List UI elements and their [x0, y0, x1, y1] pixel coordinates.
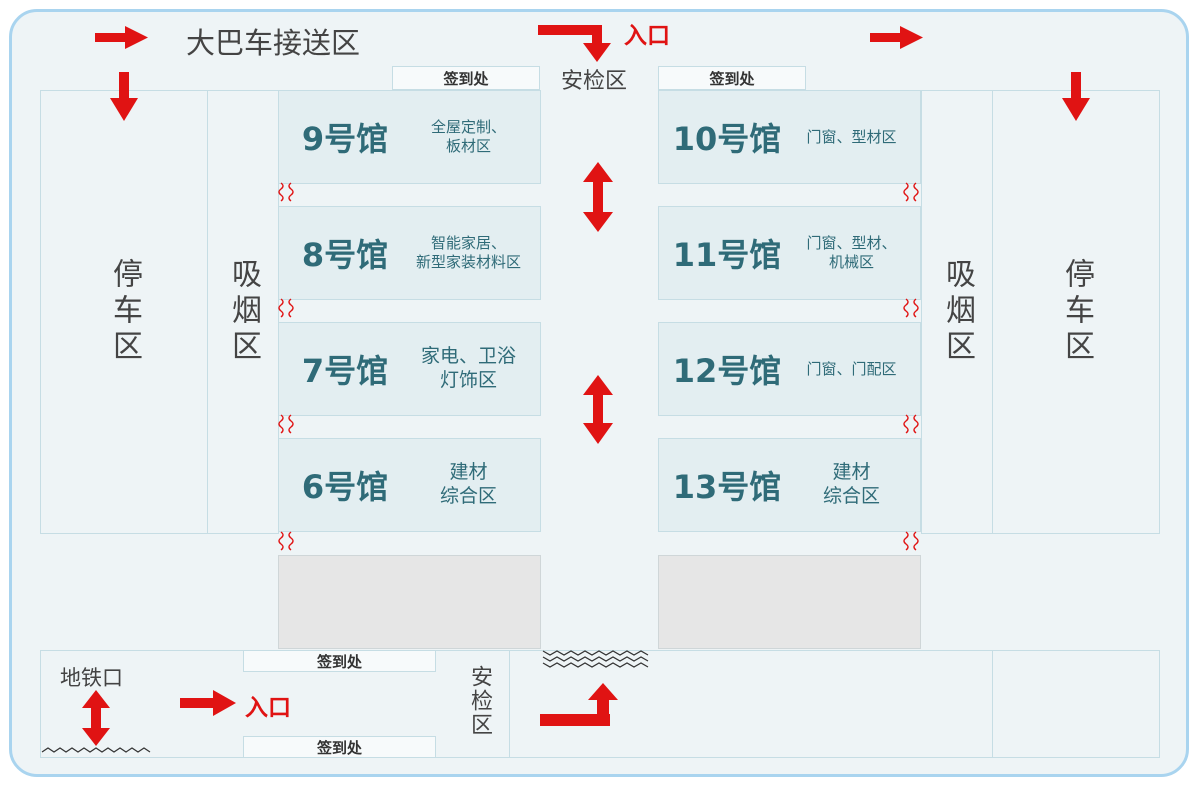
- wavy-metro-icon: [41, 747, 151, 753]
- door-icon: [903, 531, 919, 551]
- hall-6-name: 6号馆: [301, 468, 389, 506]
- double-arrow-vertical-icon: [583, 162, 613, 232]
- elbow-arrow-up-icon: [540, 683, 618, 726]
- left-grey-block: [278, 555, 541, 649]
- hall-10-desc: 门窗、型材区: [806, 127, 897, 146]
- top-entrance-label: 入口: [624, 23, 670, 49]
- hall-13[interactable]: 13号馆 建材 综合区: [658, 438, 921, 532]
- right-smoking-label: 吸烟区: [940, 258, 975, 366]
- metro-label: 地铁口: [60, 666, 123, 690]
- hall-9-name: 9号馆: [301, 120, 389, 158]
- hall-11-desc: 门窗、型材、 机械区: [806, 234, 897, 271]
- hall-8-desc: 智能家居、 新型家装材料区: [415, 234, 521, 271]
- sign-in-top-left: 签到处: [392, 66, 540, 90]
- door-icon: [903, 298, 919, 318]
- right-parking-label: 停车区: [1059, 258, 1094, 366]
- bottom-right-end-area: [992, 650, 1160, 758]
- hall-11-name: 11号馆: [672, 236, 782, 274]
- door-icon: [278, 298, 294, 318]
- arrow-down-icon: [110, 72, 138, 121]
- hall-12[interactable]: 12号馆 门窗、门配区: [658, 322, 921, 416]
- arrow-right-icon: [870, 26, 923, 49]
- door-icon: [903, 414, 919, 434]
- hall-13-name: 13号馆: [672, 468, 782, 506]
- hall-10[interactable]: 10号馆 门窗、型材区: [658, 90, 921, 184]
- hall-11[interactable]: 11号馆 门窗、型材、 机械区: [658, 206, 921, 300]
- door-icon: [903, 182, 919, 202]
- hall-6[interactable]: 6号馆 建材 综合区: [278, 438, 541, 532]
- door-icon: [278, 414, 294, 434]
- right-grey-block: [658, 555, 921, 649]
- hall-9-desc: 全屋定制、 板材区: [430, 118, 506, 155]
- security-top-label: 安检区: [561, 69, 628, 94]
- hall-7-name: 7号馆: [301, 352, 389, 390]
- hall-6-desc: 建材 综合区: [439, 461, 497, 507]
- arrow-right-icon: [95, 26, 148, 49]
- security-bottom-area: 安检区: [455, 665, 503, 755]
- hall-12-name: 12号馆: [672, 352, 782, 390]
- sign-in-top-right: 签到处: [658, 66, 806, 90]
- double-arrow-vertical-icon: [82, 690, 110, 746]
- hall-7-desc: 家电、卫浴 灯饰区: [420, 345, 516, 391]
- left-smoking-area: 吸烟区: [207, 90, 279, 534]
- arrow-right-icon: [180, 690, 236, 716]
- hall-8-name: 8号馆: [301, 236, 389, 274]
- left-parking-label: 停车区: [107, 258, 142, 366]
- left-smoking-label: 吸烟区: [226, 258, 261, 366]
- hall-12-desc: 门窗、门配区: [806, 359, 897, 378]
- right-parking-area: 停车区: [992, 90, 1160, 534]
- hall-9[interactable]: 9号馆 全屋定制、 板材区: [278, 90, 541, 184]
- security-bottom-label: 安检区: [467, 665, 492, 737]
- hall-13-desc: 建材 综合区: [822, 461, 880, 507]
- door-icon: [278, 531, 294, 551]
- hall-8[interactable]: 8号馆 智能家居、 新型家装材料区: [278, 206, 541, 300]
- bus-area-label: 大巴车接送区: [186, 26, 361, 60]
- left-parking-area: 停车区: [40, 90, 208, 534]
- elbow-arrow-down-icon: [538, 25, 611, 62]
- hall-10-name: 10号馆: [672, 120, 782, 158]
- double-arrow-vertical-icon: [583, 375, 613, 444]
- sign-in-bottom-lower: 签到处: [243, 736, 436, 758]
- bottom-entrance-label: 入口: [245, 695, 291, 721]
- sign-in-bottom-upper: 签到处: [243, 650, 436, 672]
- hall-7[interactable]: 7号馆 家电、卫浴 灯饰区: [278, 322, 541, 416]
- arrow-down-icon: [1062, 72, 1090, 121]
- wavy-entrance-icon: [542, 650, 649, 668]
- door-icon: [278, 182, 294, 202]
